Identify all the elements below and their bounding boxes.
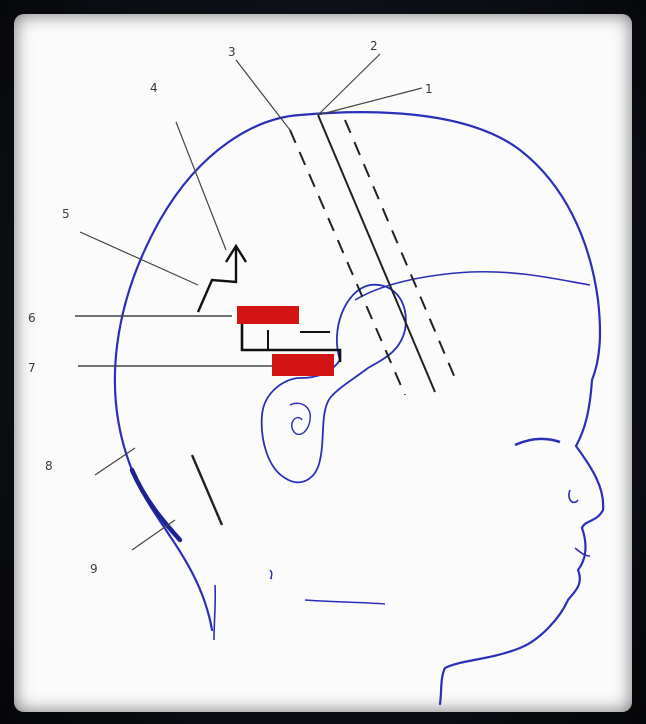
scalp-segment (132, 470, 180, 540)
label-6: 6 (28, 311, 36, 325)
neck-detail (214, 585, 215, 640)
marker-upper (237, 306, 299, 324)
mouth (575, 548, 590, 556)
leader-5 (80, 232, 198, 285)
head-diagram: 1 2 3 4 5 6 7 8 9 (14, 14, 632, 712)
label-1: 1 (425, 82, 433, 96)
head-outline (115, 112, 603, 704)
diagram-paper: 1 2 3 4 5 6 7 8 9 (14, 14, 632, 712)
ear-inner (290, 403, 310, 434)
tick-9 (192, 455, 222, 525)
jaw-shadow (305, 600, 385, 604)
marker-lower (272, 354, 334, 376)
leader-2 (318, 54, 380, 115)
label-7: 7 (28, 361, 36, 375)
label-5: 5 (62, 207, 70, 221)
leader-3 (236, 60, 290, 130)
up-arrow (198, 248, 236, 312)
label-3: 3 (228, 45, 236, 59)
eye (515, 439, 560, 445)
nose-detail (569, 490, 578, 502)
label-4: 4 (150, 81, 158, 95)
label-8: 8 (45, 459, 53, 473)
line-dashed-right (345, 120, 455, 378)
label-9: 9 (90, 562, 98, 576)
hair-line (270, 570, 272, 578)
leader-1 (318, 88, 422, 115)
label-2: 2 (370, 39, 378, 53)
